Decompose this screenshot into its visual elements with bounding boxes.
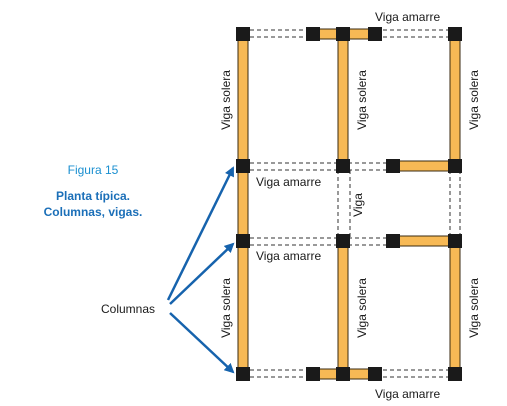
arrow-to-column-mid1 <box>166 166 235 301</box>
column-bottom-b <box>368 367 382 381</box>
label-viga-amarre-top: Viga amarre <box>375 10 440 24</box>
arrows <box>166 166 235 374</box>
figure-caption-line2: Columnas, vigas. <box>44 205 143 219</box>
column-top-a <box>306 27 320 41</box>
column-mid1-center <box>336 159 350 173</box>
column-top-right <box>448 27 462 41</box>
column-top-left <box>236 27 250 41</box>
figure-caption-line1: Planta típica. <box>56 189 130 203</box>
column-bottom-a <box>306 367 320 381</box>
label-viga-solera-left-upper: Viga solera <box>219 70 233 130</box>
column-mid2-right <box>448 234 462 248</box>
beam-left-upper <box>237 34 249 166</box>
arrow-to-column-mid2 <box>169 242 235 305</box>
column-mid2-left <box>236 234 250 248</box>
column-mid1-right <box>448 159 462 173</box>
horizontal-beams <box>311 28 453 380</box>
beam-mid2-right-segment <box>391 235 453 247</box>
column-bottom-left <box>236 367 250 381</box>
label-viga-solera-center-lower: Viga solera <box>355 278 369 338</box>
column-top-center <box>336 27 350 41</box>
beam-center-lower <box>337 242 349 376</box>
label-viga-solera-right-lower: Viga solera <box>467 278 481 338</box>
beam-right-upper <box>449 34 461 166</box>
column-mid2-a <box>386 234 400 248</box>
label-columnas: Columnas <box>101 302 155 316</box>
beam-right-lower <box>449 242 461 376</box>
columns <box>236 27 462 381</box>
column-bottom-right <box>448 367 462 381</box>
label-viga-center: Viga <box>351 193 365 217</box>
column-mid2-center <box>336 234 350 248</box>
column-top-b <box>368 27 382 41</box>
label-viga-amarre-mid2: Viga amarre <box>256 249 321 263</box>
column-mid1-left <box>236 159 250 173</box>
beam-left-lower <box>237 242 249 376</box>
label-viga-solera-right-upper: Viga solera <box>467 70 481 130</box>
beam-center-upper <box>337 34 349 166</box>
beam-left-middle <box>237 167 249 241</box>
vertical-beams <box>237 34 461 376</box>
column-mid1-a <box>386 159 400 173</box>
column-bottom-center <box>336 367 350 381</box>
beam-mid1-right-segment <box>391 160 453 172</box>
label-viga-solera-left-lower: Viga solera <box>219 278 233 338</box>
label-viga-amarre-bottom: Viga amarre <box>375 387 440 401</box>
arrow-to-column-bottom <box>169 312 235 374</box>
label-viga-amarre-mid1: Viga amarre <box>256 175 321 189</box>
label-viga-solera-center-upper: Viga solera <box>355 70 369 130</box>
figure-number: Figura 15 <box>68 163 119 177</box>
